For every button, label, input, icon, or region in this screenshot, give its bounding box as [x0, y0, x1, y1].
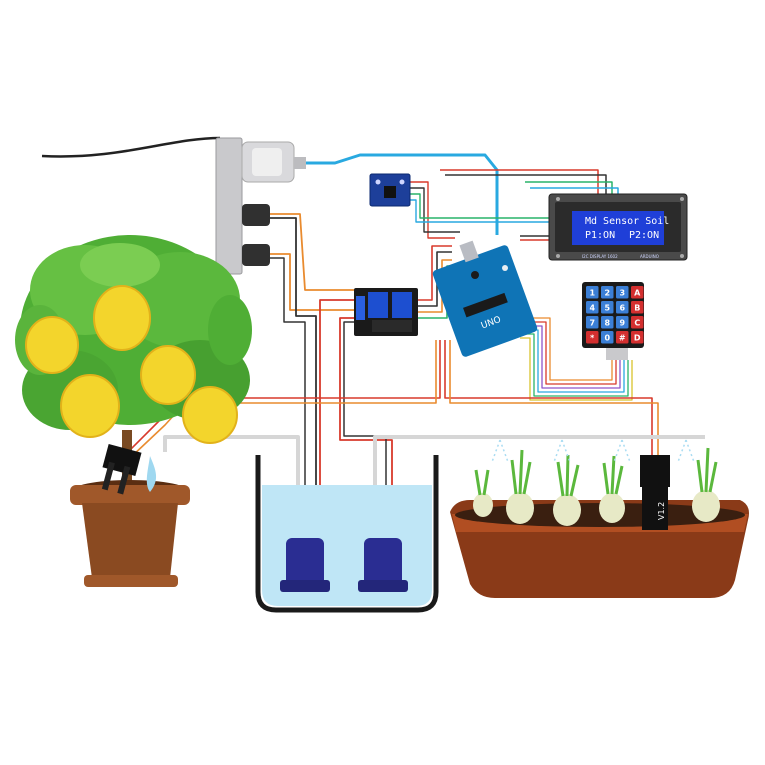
keypad-ribbon-5	[520, 333, 629, 397]
wire-sensor-right-red	[444, 340, 653, 455]
soil-sensor-onions: V1.2	[640, 455, 670, 530]
onions	[473, 447, 720, 526]
power-cable	[41, 136, 221, 158]
keypad-key[interactable]	[616, 301, 629, 314]
onion	[553, 454, 581, 526]
pump-2	[358, 538, 408, 592]
keypad-key-label: 3	[619, 288, 625, 297]
wire-strip-relay-1	[270, 213, 360, 291]
wire-strip-relay-2	[270, 253, 360, 311]
keypad-key-label: 1	[589, 288, 595, 297]
keypad-key-label: 7	[589, 318, 595, 327]
keypad-key-label: 9	[619, 318, 625, 327]
keypad-key-label: 5	[604, 303, 610, 312]
wire-relay-pump1	[319, 299, 360, 560]
wire-lcd-2	[445, 174, 607, 196]
keypad-key[interactable]	[631, 286, 644, 299]
lemon	[93, 285, 151, 351]
keypad-ribbon	[520, 317, 613, 381]
wire-relay-pump2	[339, 317, 393, 560]
keypad-key[interactable]	[616, 316, 629, 329]
keypad-key[interactable]	[601, 301, 614, 314]
wire-relay-arduino-1	[418, 245, 452, 301]
wire-strip-black-2	[270, 257, 306, 560]
wire-lcd-4	[530, 187, 619, 196]
keypad-ribbon-6	[520, 337, 633, 401]
lcd-line-1: Md Sensor Soil	[585, 216, 669, 227]
lemon	[25, 316, 79, 374]
keypad-key-label: 2	[604, 288, 610, 297]
keypad-key-label: D	[634, 333, 641, 342]
keypad-key[interactable]	[631, 331, 644, 344]
rtc-module	[369, 173, 411, 207]
keypad-key-label: B	[634, 303, 640, 312]
wire-rtc-2	[410, 187, 460, 233]
relay-module	[354, 288, 418, 336]
keypad-key-label: C	[634, 318, 640, 327]
keypad-key-label: *	[590, 333, 595, 342]
lcd-footer-left: I2C DISPLAY 1602	[582, 254, 618, 259]
onion	[473, 469, 493, 517]
lcd-display: Md Sensor Soil P1:ON P2:ON I2C DISPLAY 1…	[548, 193, 688, 261]
keypad-key[interactable]	[616, 286, 629, 299]
keypad-key[interactable]	[586, 331, 599, 344]
keypad-key-label: 4	[589, 303, 595, 312]
keypad-key[interactable]	[631, 316, 644, 329]
keypad-key-label: 0	[604, 333, 610, 342]
keypad-key-label: A	[634, 288, 641, 297]
keypad-key[interactable]	[586, 301, 599, 314]
onion	[599, 455, 625, 523]
pump-1	[280, 538, 330, 592]
keypad-key[interactable]	[601, 331, 614, 344]
keypad-key[interactable]	[616, 331, 629, 344]
tree-pot	[70, 456, 190, 587]
lemon	[140, 345, 196, 405]
keypad-key-label: 6	[619, 303, 625, 312]
wire-rtc-1	[410, 181, 455, 239]
keypad-key-label: 8	[604, 318, 610, 327]
wire-lcd-1	[440, 169, 599, 196]
keypad-key[interactable]	[601, 316, 614, 329]
soil-sensor-tree	[101, 444, 142, 495]
lcd-footer-right: ARDUINO	[640, 254, 659, 259]
lcd-line-2-right: P2:ON	[629, 230, 659, 241]
wire-relay-pump2-b	[343, 321, 387, 560]
wire-lcd-3	[525, 181, 613, 196]
keypad-ribbon-2	[520, 321, 617, 385]
power-strip	[215, 137, 306, 275]
keypad-key[interactable]	[586, 316, 599, 329]
keypad-key[interactable]	[631, 301, 644, 314]
onion	[506, 449, 534, 524]
sensor-version-label: V1.2	[657, 502, 666, 520]
onion	[692, 447, 720, 522]
keypad-key[interactable]	[601, 286, 614, 299]
lemon	[60, 374, 120, 438]
wire-sensor-right-orange	[449, 340, 659, 455]
lcd-line-2-left: P1:ON	[585, 230, 615, 241]
lemon	[182, 386, 238, 444]
usb-cable	[300, 153, 499, 235]
keypad-key-label: #	[619, 333, 626, 342]
keypad-key[interactable]	[586, 286, 599, 299]
wire-rtc-3	[410, 193, 550, 219]
lemon-tree	[15, 235, 252, 488]
wire-rtc-4	[410, 199, 550, 223]
sprinkler-mist	[491, 439, 695, 463]
arduino-uno: UNO	[432, 240, 538, 357]
